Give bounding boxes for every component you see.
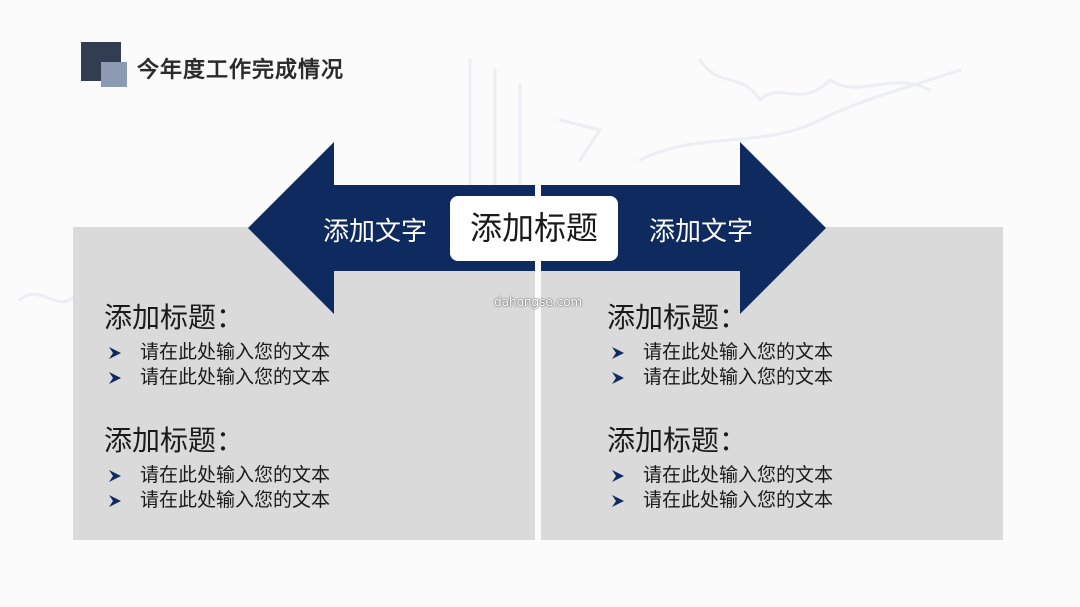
center-title-box: 添加标题 bbox=[450, 196, 618, 261]
block-heading: 添加标题： bbox=[607, 301, 748, 334]
arrow-bullet-icon bbox=[612, 346, 624, 359]
list-item: 请在此处输入您的文本 bbox=[607, 340, 833, 365]
bullet-list: 请在此处输入您的文本 请在此处输入您的文本 bbox=[607, 463, 833, 513]
arrow-bullet-icon bbox=[109, 346, 121, 359]
list-item: 请在此处输入您的文本 bbox=[607, 365, 833, 390]
right-arrow-shape bbox=[541, 142, 826, 314]
list-item: 请在此处输入您的文本 bbox=[104, 340, 330, 365]
list-item: 请在此处输入您的文本 bbox=[607, 488, 833, 513]
bullet-list: 请在此处输入您的文本 请在此处输入您的文本 bbox=[104, 463, 330, 513]
right-arrow-label: 添加文字 bbox=[648, 217, 753, 247]
text-block: 添加标题： 请在此处输入您的文本 请在此处输入您的文本 bbox=[607, 423, 833, 513]
bullet-text: 请在此处输入您的文本 bbox=[643, 464, 834, 486]
bullet-text: 请在此处输入您的文本 bbox=[643, 341, 834, 363]
bullet-text: 请在此处输入您的文本 bbox=[643, 366, 834, 388]
bullet-list: 请在此处输入您的文本 请在此处输入您的文本 bbox=[607, 340, 833, 390]
block-heading: 添加标题： bbox=[607, 424, 748, 457]
bullet-text: 请在此处输入您的文本 bbox=[140, 341, 331, 363]
bullet-text: 请在此处输入您的文本 bbox=[140, 464, 331, 486]
watermark: dahongse.com bbox=[494, 295, 583, 309]
logo-light-square bbox=[101, 62, 127, 87]
text-block: 添加标题： 请在此处输入您的文本 请在此处输入您的文本 bbox=[607, 300, 833, 390]
center-title: 添加标题 bbox=[469, 209, 598, 247]
bullet-text: 请在此处输入您的文本 bbox=[643, 489, 834, 511]
left-arrow-shape bbox=[248, 142, 535, 314]
list-item: 请在此处输入您的文本 bbox=[104, 488, 330, 513]
arrow-bullet-icon bbox=[612, 494, 624, 507]
arrow-bullet-icon bbox=[612, 371, 624, 384]
text-block: 添加标题： 请在此处输入您的文本 请在此处输入您的文本 bbox=[104, 423, 330, 513]
bullet-text: 请在此处输入您的文本 bbox=[140, 489, 331, 511]
block-heading: 添加标题： bbox=[104, 301, 245, 334]
list-item: 请在此处输入您的文本 bbox=[104, 365, 330, 390]
list-item: 请在此处输入您的文本 bbox=[104, 463, 330, 488]
arrow-bullet-icon bbox=[109, 494, 121, 507]
arrow-bullet-icon bbox=[109, 469, 121, 482]
arrow-bullet-icon bbox=[612, 469, 624, 482]
page-title: 今年度工作完成情况 bbox=[137, 58, 345, 83]
text-block: 添加标题： 请在此处输入您的文本 请在此处输入您的文本 bbox=[104, 300, 330, 390]
list-item: 请在此处输入您的文本 bbox=[607, 463, 833, 488]
arrow-bullet-icon bbox=[109, 371, 121, 384]
block-heading: 添加标题： bbox=[104, 424, 245, 457]
bullet-text: 请在此处输入您的文本 bbox=[140, 366, 331, 388]
left-arrow-label: 添加文字 bbox=[322, 217, 427, 247]
bullet-list: 请在此处输入您的文本 请在此处输入您的文本 bbox=[104, 340, 330, 390]
